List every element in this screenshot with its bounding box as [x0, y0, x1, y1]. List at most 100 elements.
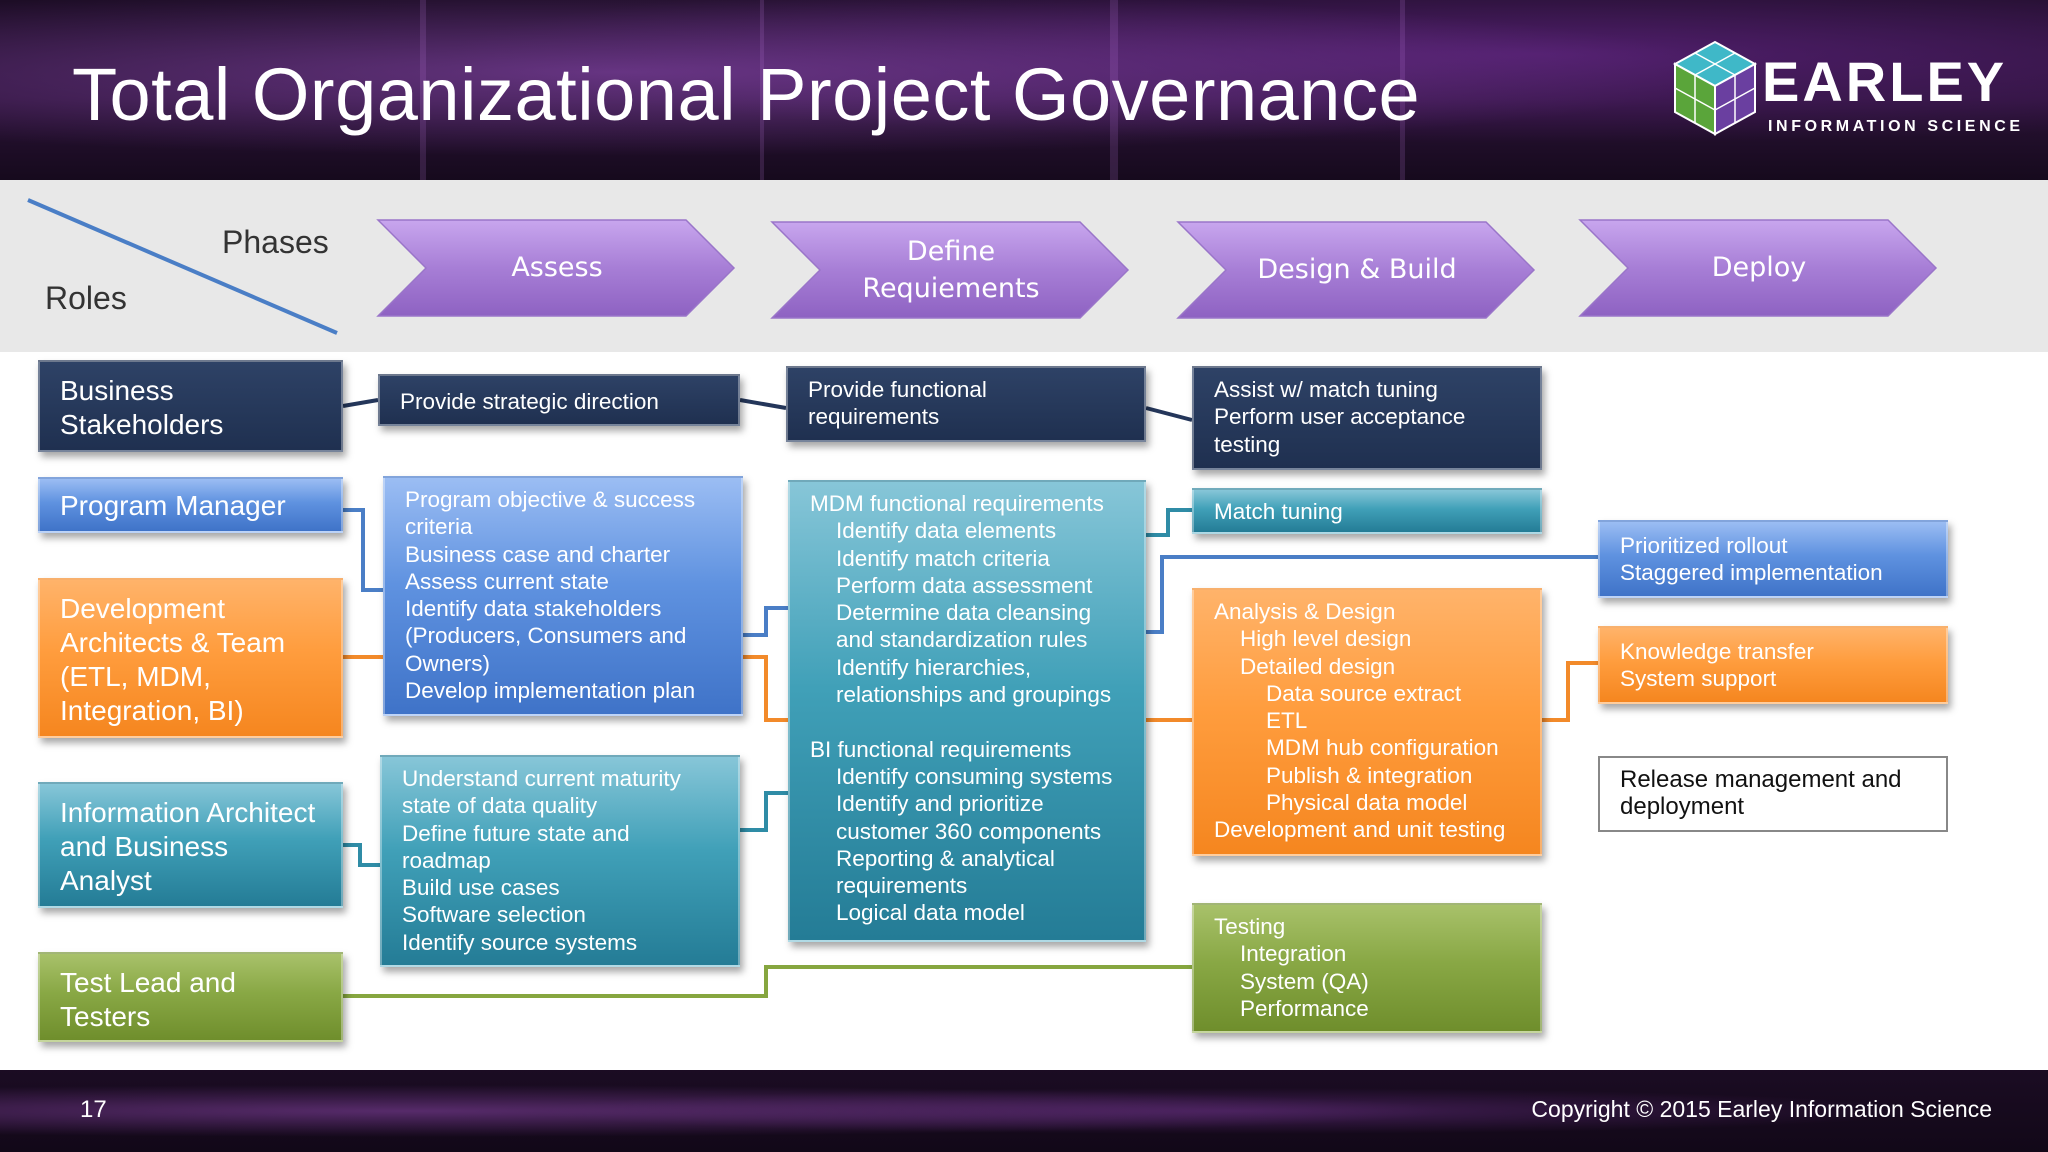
slide-title: Total Organizational Project Governance: [72, 53, 1421, 136]
activity-line: testing: [1214, 431, 1281, 457]
activity-line: Detailed design: [1240, 653, 1396, 679]
activity-strategic-direction: Provide strategic direction: [378, 374, 740, 426]
activity-line: Identify and prioritize: [836, 791, 1044, 817]
activity-line: Identify consuming systems: [836, 763, 1113, 789]
activity-line: Understand current maturity: [402, 766, 681, 791]
role-label: Architects & Team: [60, 627, 286, 658]
activity-line: BI functional requirements: [810, 736, 1072, 762]
activity-line: customer 360 components: [836, 818, 1102, 844]
role-label: Information Architect: [60, 797, 316, 828]
activity-line: Identify match criteria: [836, 545, 1050, 571]
logo-wordmark: EARLEY: [1762, 50, 2008, 113]
activity-line: criteria: [405, 514, 473, 540]
cube-logo-icon: [1672, 40, 1758, 136]
activity-line: requirements: [836, 873, 968, 899]
activity-line: Develop implementation plan: [405, 678, 696, 704]
copyright-notice: Copyright © 2015 Earley Information Scie…: [1531, 1096, 1992, 1122]
activity-testing: Testing Integration System (QA) Performa…: [1192, 903, 1542, 1033]
background-streak: [420, 0, 426, 180]
activity-line: System support: [1620, 666, 1777, 692]
earley-logo: EARLEY INFORMATION SCIENCE: [1670, 38, 2030, 142]
activity-program-assess: Program objective & success criteria Bus…: [383, 476, 743, 716]
activity-line: Identify source systems: [402, 929, 638, 955]
role-information-architect: Information Architect and Business Analy…: [38, 782, 343, 908]
activity-line: Perform user acceptance: [1214, 404, 1466, 430]
activity-line: Provide strategic direction: [400, 389, 659, 414]
activity-knowledge-transfer: Knowledge transfer System support: [1598, 626, 1948, 704]
activity-analysis-design: Analysis & Design High level design Deta…: [1192, 588, 1542, 856]
activity-line: Define future state and: [402, 820, 630, 846]
activity-line: state of data quality: [402, 793, 598, 819]
phase-deploy: Deploy: [1578, 218, 1940, 318]
footer-bar: 17 Copyright © 2015 Earley Information S…: [0, 1070, 2048, 1152]
activity-line: Analysis & Design: [1214, 599, 1396, 624]
phases-axis-label: Phases: [222, 224, 329, 260]
role-label: Development: [60, 593, 225, 624]
phase-label: Define Requiements: [862, 235, 1040, 304]
activity-line: Performance: [1240, 995, 1369, 1021]
activity-line: Perform data assessment: [836, 572, 1093, 598]
activity-line: Staggered implementation: [1620, 560, 1883, 586]
phase-label: Design & Build: [1257, 254, 1457, 286]
activity-release-management: Release management and deployment: [1598, 756, 1948, 832]
role-program-manager: Program Manager: [38, 477, 343, 533]
activity-line: System (QA): [1240, 968, 1369, 994]
phase-design-build: Design & Build: [1176, 220, 1538, 320]
activity-line: Identify data elements: [836, 518, 1057, 544]
phase-define-requirements: Define Requiements: [770, 220, 1132, 320]
role-label: Analyst: [60, 865, 152, 896]
activity-spacer: [810, 708, 1124, 735]
activity-line: roadmap: [402, 847, 491, 873]
role-test-lead: Test Lead and Testers: [38, 952, 343, 1042]
role-label: Testers: [60, 1001, 151, 1032]
role-label: (ETL, MDM,: [60, 661, 211, 692]
phase-label: Deploy: [1711, 252, 1807, 284]
activity-line: Physical data model: [1266, 790, 1468, 816]
activity-ia-assess: Understand current maturity state of dat…: [380, 755, 740, 967]
activity-line: MDM functional requirements: [810, 491, 1104, 516]
role-business-stakeholders: Business Stakeholders: [38, 360, 343, 452]
activity-line: Identify data stakeholders: [405, 596, 662, 622]
activity-line: relationships and groupings: [836, 682, 1112, 708]
activity-line: (Producers, Consumers and: [405, 623, 687, 649]
role-label: and Business: [60, 831, 229, 862]
activity-line: Logical data model: [836, 900, 1025, 926]
activity-line: Publish & integration: [1266, 762, 1473, 788]
activity-line: Knowledge transfer: [1620, 639, 1814, 664]
activity-line: Identify hierarchies,: [836, 654, 1032, 680]
activity-line: MDM hub configuration: [1266, 735, 1499, 761]
activity-line: deployment: [1620, 793, 1745, 821]
activity-acceptance-testing: Assist w/ match tuning Perform user acce…: [1192, 366, 1542, 470]
activity-line: Reporting & analytical: [836, 845, 1055, 871]
activity-line: Provide functional: [808, 377, 987, 402]
activity-line: Development and unit testing: [1214, 817, 1506, 843]
activity-line: Assist w/ match tuning: [1214, 377, 1438, 402]
activity-line: Owners): [405, 650, 491, 676]
role-label: Integration, BI): [60, 695, 244, 726]
activity-line: Testing: [1214, 914, 1286, 939]
background-streak: [1110, 0, 1118, 180]
roles-phases-divider: [27, 198, 338, 335]
page-number: 17: [80, 1096, 107, 1123]
activity-line: Integration: [1240, 941, 1347, 967]
activity-line: Determine data cleansing: [836, 600, 1092, 626]
activity-line: Match tuning: [1214, 499, 1343, 524]
header-banner: Total Organizational Project Governance …: [0, 0, 2048, 180]
roles-axis-label: Roles: [45, 280, 127, 316]
phase-label: Assess: [511, 252, 603, 284]
activity-line: Data source extract: [1266, 680, 1462, 706]
role-label: Program Manager: [60, 490, 286, 521]
activity-rollout: Prioritized rollout Staggered implementa…: [1598, 520, 1948, 598]
background-streak: [1400, 0, 1405, 180]
phase-assess: Assess: [376, 218, 738, 318]
activity-line: and standardization rules: [836, 627, 1088, 653]
activity-match-tuning: Match tuning: [1192, 488, 1542, 534]
activity-line: Assess current state: [405, 568, 609, 594]
activity-line: Software selection: [402, 902, 586, 928]
activity-line: High level design: [1240, 626, 1412, 652]
activity-functional-requirements: Provide functional requirements: [786, 366, 1146, 442]
role-development-architects: Development Architects & Team (ETL, MDM,…: [38, 578, 343, 738]
activity-mdm-bi-requirements: MDM functional requirements Identify dat…: [788, 480, 1146, 942]
activity-line: requirements: [808, 404, 940, 430]
